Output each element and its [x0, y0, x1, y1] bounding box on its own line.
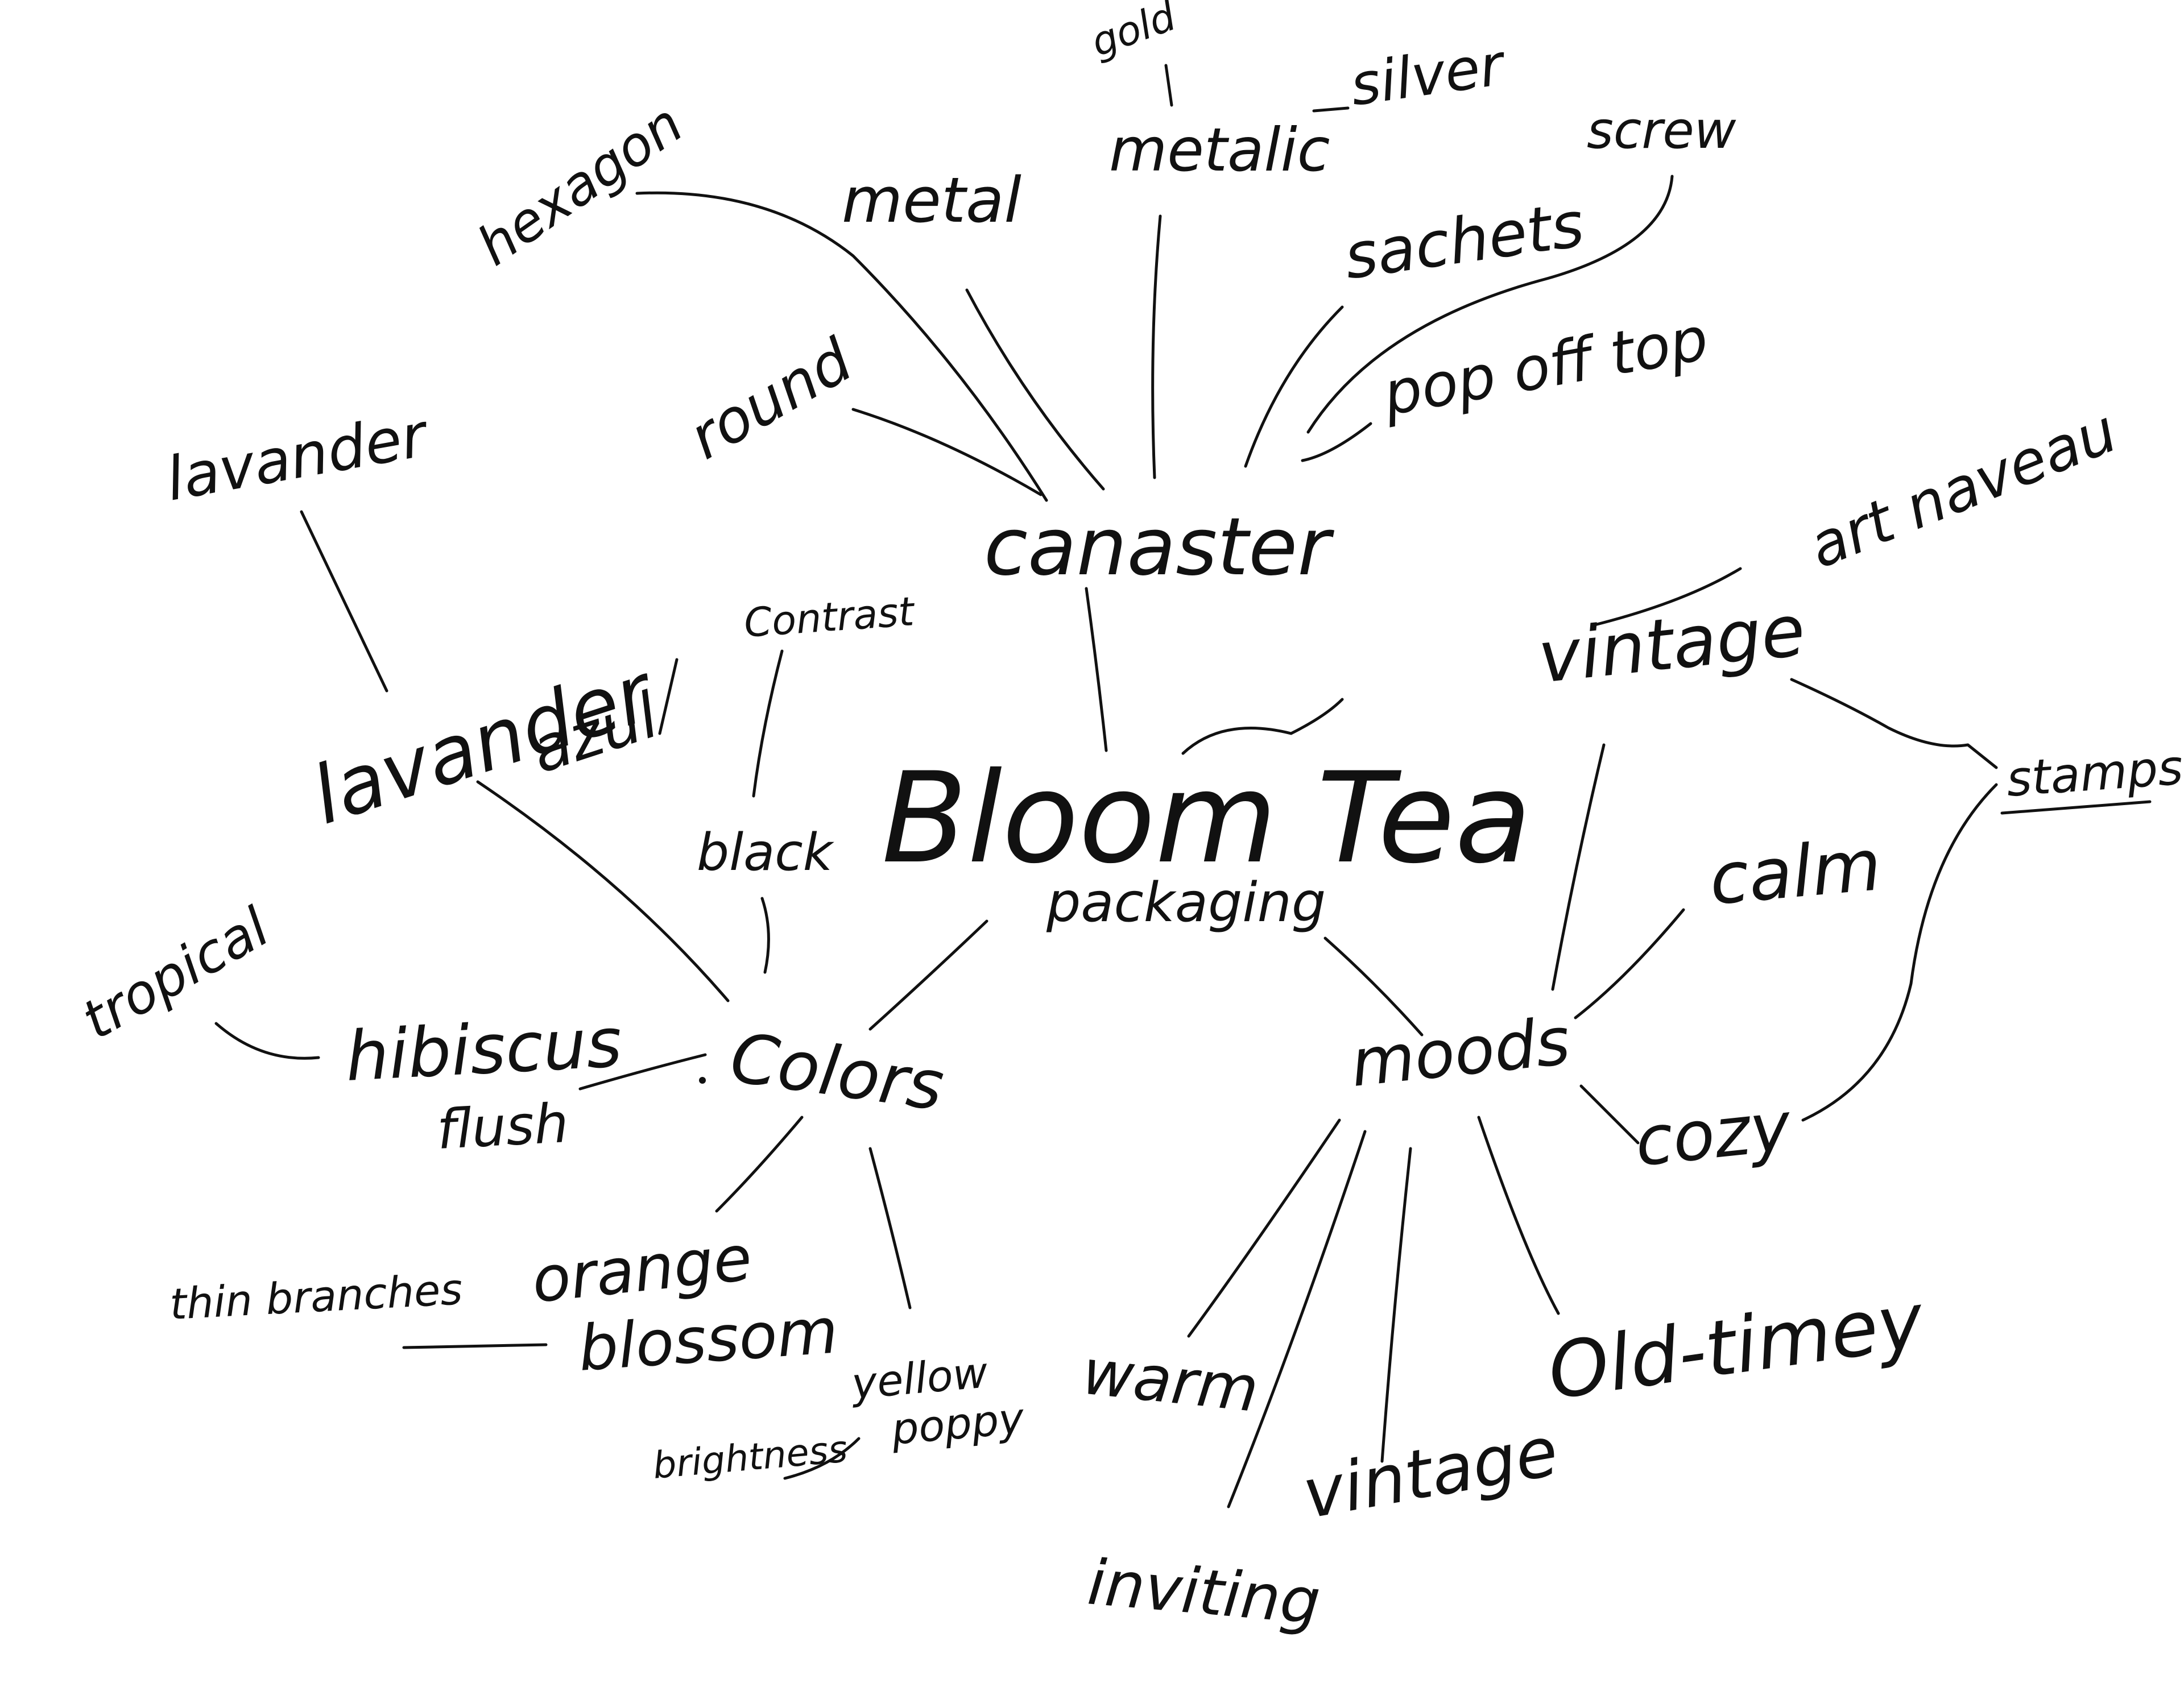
- metal-label: metal: [842, 164, 1021, 237]
- cozy-label: cozy: [1632, 1087, 1796, 1182]
- link-stamps-underline: [2000, 800, 2152, 815]
- link-orange-thinbranches: [402, 1343, 548, 1349]
- link-vintage-artnaveau: [1591, 567, 1742, 627]
- old-timey-label: Old-timey: [1543, 1276, 1930, 1417]
- calm-label: calm: [1706, 824, 1884, 921]
- gold-label: gold: [1085, 0, 1182, 66]
- link-black-contrast: [752, 649, 784, 798]
- connector-lines: [214, 64, 2152, 1508]
- black-label: black: [697, 823, 835, 882]
- link-central-canaster: [1085, 587, 1108, 752]
- hexagon-label: hexagon: [466, 93, 694, 278]
- moods-label: moods: [1347, 1003, 1574, 1102]
- brightness-label: brightness: [651, 1428, 849, 1487]
- central-node: Bloom Tea packaging: [882, 745, 1532, 934]
- hibiscus-label-line2: flush: [435, 1092, 570, 1162]
- link-colors-hibiscus: [578, 1053, 707, 1091]
- silver-label: silver: [1346, 31, 1511, 119]
- yellow-poppy-label-line1: yellow: [849, 1347, 990, 1409]
- link-canaster-screw: [1306, 175, 1674, 434]
- vintage-top-label: vintage: [1534, 590, 1809, 699]
- contrast-label: Contrast: [742, 588, 917, 646]
- tropical-label: tropical: [72, 896, 280, 1052]
- central-subtitle: packaging: [1046, 872, 1326, 934]
- link-canaster-hexagon: [635, 191, 1048, 502]
- link-central-canaster-tail: [1181, 698, 1344, 755]
- canaster-cluster: canaster metal metalic gold silver hexag…: [466, 0, 1736, 594]
- stamps-label: stamps: [2005, 740, 2184, 808]
- canaster-label: canaster: [984, 501, 1334, 594]
- link-metalic-gold: [1164, 64, 1173, 107]
- link-moods-inviting: [1227, 1130, 1367, 1508]
- colors-label: Colors: [726, 1018, 949, 1126]
- link-canaster-metalic: [1151, 214, 1162, 479]
- round-label: round: [678, 325, 864, 473]
- link-moods-calm: [1574, 908, 1685, 1019]
- link-canaster-metal: [965, 288, 1105, 491]
- screw-label: screw: [1587, 101, 1736, 160]
- link-metalic-silver: [1312, 106, 1350, 113]
- stray-dot: [699, 1077, 706, 1084]
- link-colors-lavanderazul: [476, 780, 730, 1002]
- link-colors-black: [760, 897, 770, 974]
- art-naveau-label: art naveau: [1800, 396, 2127, 582]
- thin-branches-label: thin branches: [168, 1264, 464, 1329]
- link-moods-warm: [1187, 1118, 1341, 1338]
- link-canaster-popofftop: [1301, 422, 1372, 462]
- link-lavanderazul-azul: [658, 658, 679, 735]
- link-vintage-stamps: [1790, 678, 1998, 769]
- link-colors-orange: [715, 1116, 804, 1213]
- pop-off-top-label: pop off top: [1378, 304, 1713, 429]
- metalic-label: metalic: [1109, 115, 1330, 185]
- link-central-moods: [1323, 936, 1424, 1037]
- colors-cluster: Colors lavander azul lavander Contrast b…: [72, 400, 1027, 1487]
- hibiscus-label-line1: hibiscus: [344, 1004, 624, 1097]
- vintage-bottom-label: vintage: [1297, 1412, 1563, 1534]
- link-central-colors: [868, 919, 988, 1031]
- link-lavanderazul-lavander: [300, 510, 388, 693]
- orange-blossom-label-line2: blossom: [576, 1294, 841, 1385]
- yellow-poppy-label-line2: poppy: [889, 1393, 1027, 1454]
- central-title: Bloom Tea: [882, 745, 1532, 891]
- warm-label: warm: [1079, 1336, 1261, 1427]
- inviting-label: inviting: [1085, 1545, 1323, 1638]
- link-yellow-brightness: [783, 1437, 861, 1480]
- link-moods-vintagebottom: [1380, 1147, 1412, 1463]
- link-moods-vintage: [1551, 743, 1606, 991]
- link-moods-cozy: [1579, 1084, 1640, 1145]
- link-colors-yellow: [868, 1147, 912, 1309]
- link-canaster-sachets: [1244, 305, 1344, 468]
- link-hibiscus-tropical: [214, 1022, 320, 1060]
- lavander-label: lavander: [161, 400, 435, 514]
- link-canaster-round: [851, 408, 1043, 496]
- link-stamps-cozy: [1801, 783, 1998, 1122]
- link-moods-oldtimey: [1477, 1116, 1560, 1315]
